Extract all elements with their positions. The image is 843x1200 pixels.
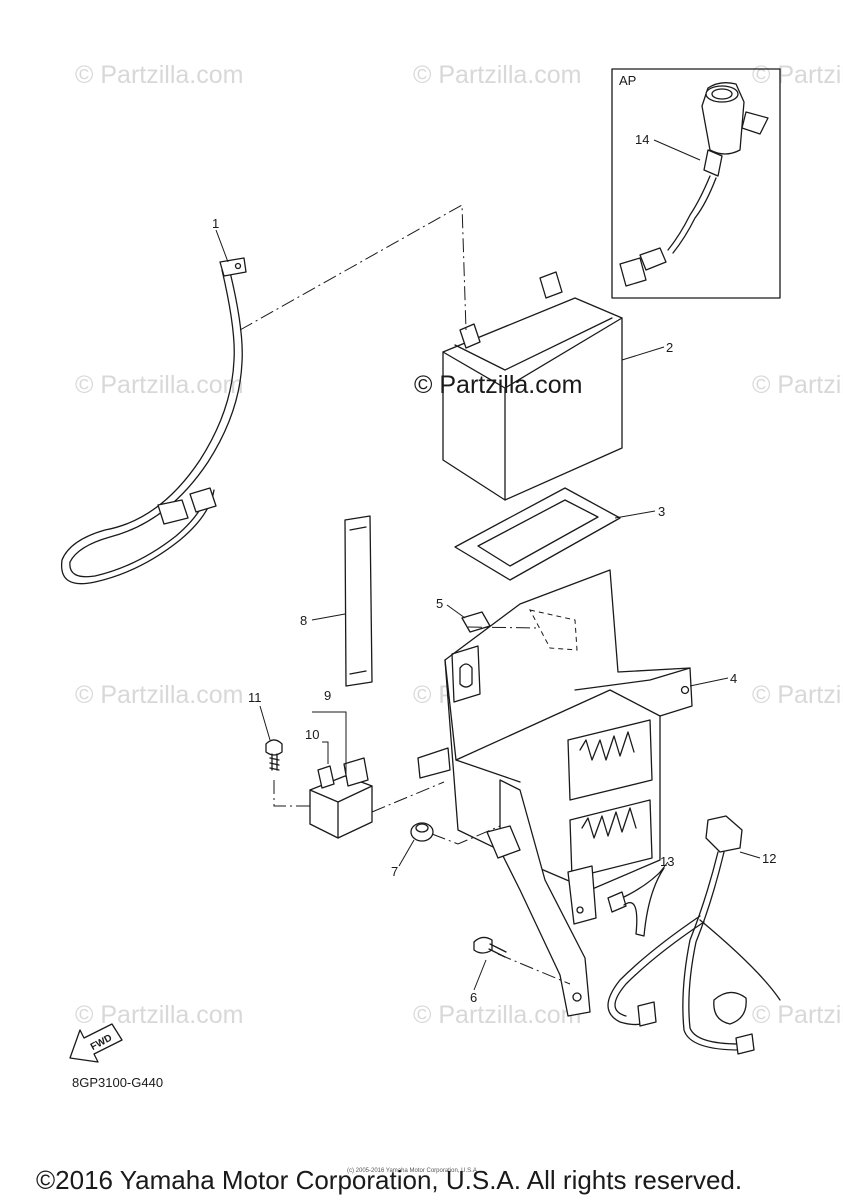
- callout-8: 8: [300, 613, 307, 628]
- watermark: © Partzilla.com: [752, 371, 843, 399]
- assembly-lines: [239, 204, 571, 985]
- fwd-arrow-icon: FWD: [69, 1023, 123, 1063]
- grommet: [410, 822, 434, 842]
- callout-7: 7: [391, 864, 398, 879]
- callout-13: 13: [660, 854, 674, 869]
- starter-relay: [309, 757, 373, 839]
- watermark: © Partzilla.com: [752, 1001, 843, 1029]
- cable-band: [607, 867, 665, 937]
- battery-band: [344, 515, 373, 687]
- callout-2: 2: [666, 340, 673, 355]
- callout-5: 5: [436, 596, 443, 611]
- callout-11: 11: [248, 690, 262, 705]
- diagram-code: 8GP3100-G440: [72, 1075, 163, 1090]
- bracket: [486, 779, 597, 1017]
- inset-ap: AP: [611, 68, 781, 299]
- leader-lines: [215, 139, 761, 991]
- copyright: ©2016 Yamaha Motor Corporation, U.S.A. A…: [36, 1165, 742, 1195]
- callout-9: 9: [324, 688, 331, 703]
- center-watermark: © Partzilla.com: [414, 371, 582, 399]
- bolt: [265, 739, 283, 771]
- watermark: © Partzilla.com: [413, 1001, 581, 1029]
- inset-label: AP: [619, 73, 636, 88]
- cable-connector: [157, 499, 189, 525]
- watermark: © Partzilla.com: [75, 61, 243, 89]
- battery-box: [417, 569, 693, 891]
- wire-harness: [607, 815, 781, 1055]
- watermark: © Partzilla.com: [75, 371, 243, 399]
- battery-pad: [454, 487, 621, 581]
- watermark: © Partzilla.com: [413, 61, 581, 89]
- callout-1: 1: [212, 216, 219, 231]
- watermark: © Partzilla.com: [752, 681, 843, 709]
- battery-terminal: [459, 323, 481, 349]
- watermark: © Partzilla.com: [75, 1001, 243, 1029]
- inset-frame: [611, 68, 781, 299]
- cable-terminal: [219, 257, 247, 277]
- small-print: (c) 2005-2016 Yamaha Motor Corporation, …: [347, 1168, 479, 1174]
- battery: © Partzilla.com: [414, 271, 623, 501]
- callout-12: 12: [762, 851, 776, 866]
- callout-3: 3: [658, 504, 665, 519]
- callout-4: 4: [730, 671, 737, 686]
- bolt: [473, 936, 507, 958]
- watermark: © Partzilla.com: [75, 681, 243, 709]
- accessory-socket: [619, 82, 769, 287]
- battery-cable: [60, 257, 247, 585]
- battery-terminal: [539, 271, 563, 299]
- callouts: 1 2 3 4 5 6 7 8 9 10 11 12 13 14: [212, 132, 776, 1005]
- watermark: © Partzilla.com: [752, 61, 843, 89]
- callout-14: 14: [635, 132, 649, 147]
- watermarks: © Partzilla.com © Partzilla.com © Partzi…: [75, 61, 843, 1029]
- callout-6: 6: [470, 990, 477, 1005]
- callout-10: 10: [305, 727, 319, 742]
